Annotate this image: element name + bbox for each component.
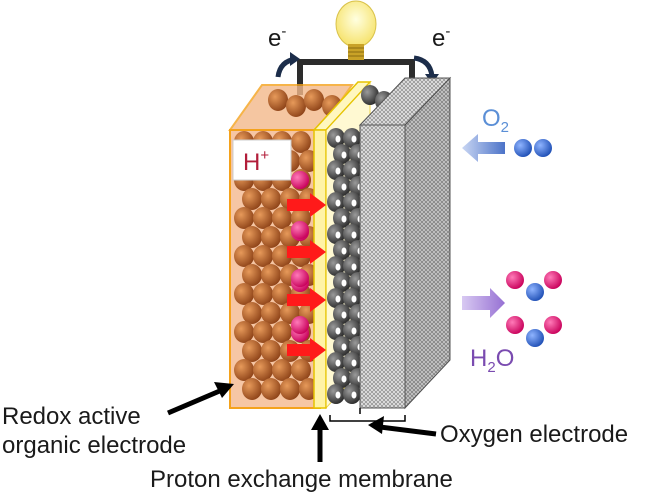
catalyst-highlight: [341, 311, 347, 319]
organic-particle: [234, 283, 254, 305]
oxygen-electrode-bracket: [329, 408, 406, 422]
organic-particle: [291, 359, 311, 381]
oxygen-molecule: [514, 139, 552, 157]
organic-particle: [234, 245, 254, 267]
catalyst-highlight: [335, 295, 341, 303]
electron-arrow-left: [290, 52, 300, 66]
catalyst-highlight: [335, 231, 341, 239]
water-label: H2O: [470, 345, 514, 376]
organic-particle: [304, 89, 324, 111]
electron-label-left: e-: [268, 23, 286, 52]
organic-particle: [272, 321, 292, 343]
organic-particle: [242, 340, 262, 362]
membrane-pointer-arrow: [311, 414, 329, 462]
catalyst-highlight: [351, 167, 357, 175]
proton-arrow: [287, 288, 326, 312]
oxygen-arrow: [462, 134, 505, 162]
catalyst-highlight: [351, 231, 357, 239]
organic-particle: [234, 321, 254, 343]
proton-particle: [291, 221, 309, 239]
organic-particle: [268, 89, 288, 111]
water-molecule-2: [506, 316, 562, 347]
organic-particle: [242, 226, 262, 248]
electron-label-right: e-: [432, 23, 450, 52]
organic-particle: [286, 95, 306, 117]
proton-flow: [287, 171, 326, 362]
proton-particle: [291, 316, 309, 334]
catalyst-highlight: [341, 247, 347, 255]
proton-label-box: [232, 139, 292, 181]
proton-arrow: [287, 338, 326, 362]
catalyst-highlight: [341, 215, 347, 223]
catalyst-highlight: [341, 343, 347, 351]
oxygen-electrode-pointer-arrow: [368, 416, 437, 437]
proton-label: H+: [243, 147, 269, 176]
organic-particle: [253, 283, 273, 305]
organic-particle: [272, 359, 292, 381]
proton-particle: [291, 269, 309, 287]
catalyst-highlight: [351, 359, 357, 367]
organic-particle: [234, 359, 254, 381]
organic-particle: [261, 264, 281, 286]
organic-particle: [261, 188, 281, 210]
organic-particle: [261, 226, 281, 248]
organic-particle: [291, 131, 311, 153]
catalyst-highlight: [351, 295, 357, 303]
catalyst-highlight: [341, 375, 347, 383]
organic-particle: [242, 188, 262, 210]
organic-particle: [272, 207, 292, 229]
catalyst-highlight: [335, 167, 341, 175]
organic-particle: [253, 207, 273, 229]
water-molecule-1: [506, 271, 562, 301]
catalyst-highlight: [335, 327, 341, 335]
redox-label-line2: organic electrode: [2, 432, 186, 459]
catalyst-highlight: [341, 183, 347, 191]
redox-pointer-arrow: [167, 382, 234, 416]
catalyst-highlight: [335, 263, 341, 271]
catalyst-highlight: [341, 279, 347, 287]
organic-particle: [261, 302, 281, 324]
organic-particle: [242, 264, 262, 286]
organic-particle: [253, 321, 273, 343]
catalyst-highlight: [335, 359, 341, 367]
water-arrow: [462, 288, 505, 318]
catalyst-highlight: [351, 263, 357, 271]
proton-arrow: [287, 193, 326, 217]
organic-particle: [261, 378, 281, 400]
catalyst-highlight: [335, 391, 341, 399]
organic-particle: [242, 302, 262, 324]
organic-particle: [242, 378, 262, 400]
organic-particle: [253, 245, 273, 267]
catalyst-highlight: [341, 151, 347, 159]
catalyst-highlight: [351, 199, 357, 207]
light-bulb-icon: [335, 0, 377, 60]
oxygen-electrode-label: Oxygen electrode: [440, 421, 628, 448]
organic-particle: [253, 359, 273, 381]
organic-particle: [261, 340, 281, 362]
catalyst-highlight: [351, 327, 357, 335]
catalyst-highlight: [351, 135, 357, 143]
organic-particle: [234, 207, 254, 229]
proton-arrow: [287, 240, 326, 264]
catalyst-highlight: [335, 199, 341, 207]
catalyst-highlight: [351, 391, 357, 399]
proton-particle: [291, 171, 309, 189]
organic-particle: [280, 378, 300, 400]
redox-label-line1: Redox active: [2, 403, 141, 430]
membrane-label: Proton exchange membrane: [150, 466, 453, 493]
catalyst-highlight: [335, 135, 341, 143]
catalyst-particle: [361, 85, 379, 105]
oxygen-label: O2: [482, 105, 509, 136]
oxygen-electrode-block: [358, 76, 452, 410]
